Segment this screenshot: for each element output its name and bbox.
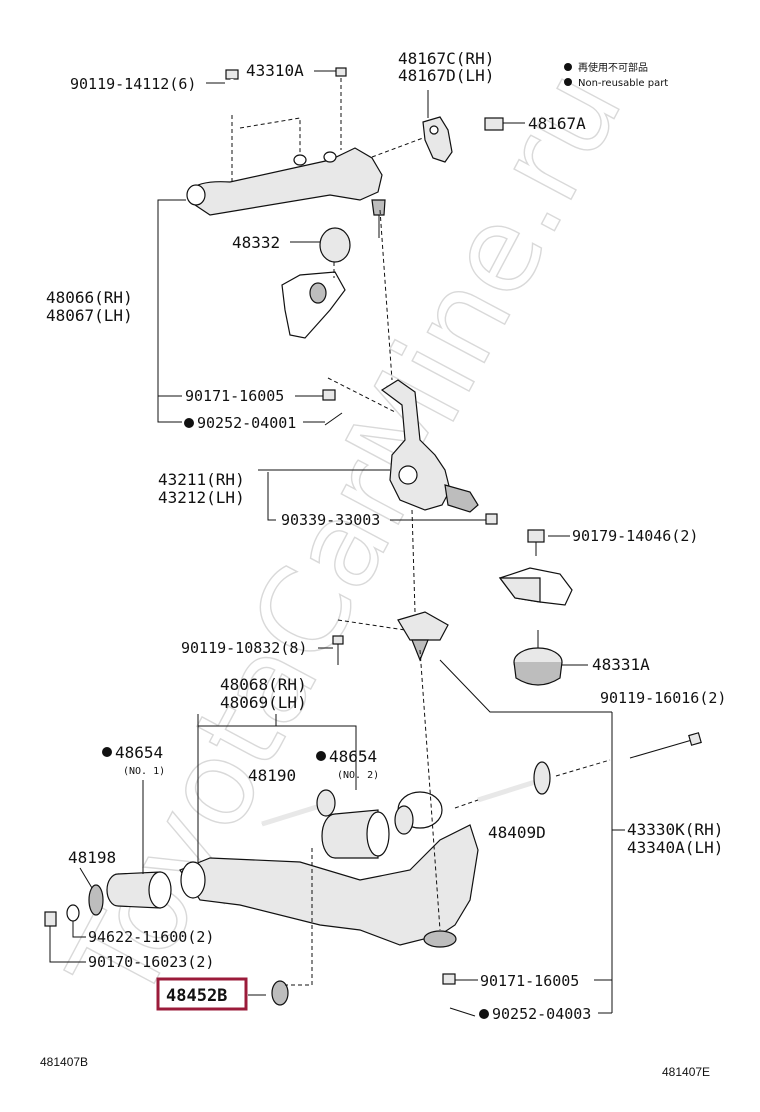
figure-code-left: 481407B — [40, 1055, 88, 1069]
cam-plate-48198-icon — [88, 884, 104, 916]
label-43211: 43211(RH) — [158, 470, 245, 489]
label-48067: 48067(LH) — [46, 306, 133, 325]
label-90171-16005-upper: 90171-16005 — [185, 387, 284, 405]
label-48167a: 48167A — [528, 114, 586, 133]
label-48069: 48069(LH) — [220, 693, 307, 712]
label-48190: 48190 — [248, 766, 296, 785]
bolt-90179-14046-icon — [527, 529, 545, 556]
non-reusable-dot-icon — [564, 78, 572, 86]
bracket-plate-icon — [498, 567, 573, 606]
non-reusable-dot-icon — [564, 63, 572, 71]
bolt-48452b-icon — [248, 980, 289, 1006]
label-48167d: 48167D(LH) — [398, 66, 494, 85]
ball-joint-flange-icon — [397, 611, 449, 662]
label-48332: 48332 — [232, 233, 280, 252]
label-48066: 48066(RH) — [46, 288, 133, 307]
non-reusable-dot-icon — [479, 1009, 489, 1019]
lower-arm-icon — [179, 791, 479, 948]
non-reusable-dot-icon — [184, 418, 194, 428]
label-90252-04001: 90252-04001 — [197, 414, 296, 432]
nut-icon — [44, 911, 57, 927]
label-90171-16005-lower: 90171-16005 — [480, 972, 579, 990]
label-48654-no1: 48654 — [115, 743, 163, 762]
camber-bolt-48190-icon — [261, 789, 336, 827]
label-90119-10832: 90119-10832(8) — [181, 639, 307, 657]
label-90119-14112: 90119-14112(6) — [70, 75, 196, 93]
label-48654-no2-sub: (NO. 2) — [337, 770, 379, 781]
label-48452b[interactable]: 48452B — [166, 986, 227, 1006]
steering-knuckle-icon — [380, 379, 479, 513]
label-90252-04003: 90252-04003 — [492, 1005, 591, 1023]
label-94622-11600: 94622-11600(2) — [88, 928, 214, 946]
cotter-pin-lower-icon — [449, 1007, 476, 1017]
nut-90339-icon — [485, 513, 498, 525]
non-reusable-dot-icon — [102, 747, 112, 757]
label-48409d: 48409D — [488, 823, 546, 842]
bolt-48167a-icon — [484, 117, 504, 131]
figure-code-right: 481407E — [662, 1065, 710, 1079]
label-48654-no2: 48654 — [329, 747, 377, 766]
bolt-90119-16016-icon — [629, 732, 702, 759]
ball-joint-48331a-icon — [513, 630, 563, 686]
nut-90171-lower-icon — [442, 973, 456, 985]
cotter-pin-icon — [324, 412, 343, 426]
nut-43310a-icon — [335, 67, 347, 77]
legend: 再使用不可部品 Non-reusable part — [564, 61, 668, 89]
label-48167c: 48167C(RH) — [398, 49, 494, 68]
bushing-48654-no2-icon — [321, 809, 390, 859]
label-48331a: 48331A — [592, 655, 650, 674]
legend-jp: 再使用不可部品 — [578, 61, 648, 74]
label-43330k: 43330K(RH) — [627, 820, 723, 839]
non-reusable-dot-icon — [316, 751, 326, 761]
upper-arm-icon — [186, 147, 386, 238]
bracket-48167-icon — [422, 116, 453, 163]
legend-en: Non-reusable part — [578, 78, 668, 89]
label-43212: 43212(LH) — [158, 488, 245, 507]
bolt-90119-10832-icon — [332, 635, 344, 665]
label-48068: 48068(RH) — [220, 675, 307, 694]
bolt-48409d-icon — [477, 761, 551, 803]
label-48198: 48198 — [68, 848, 116, 867]
washer-icon — [66, 904, 80, 922]
nut-90171-icon — [322, 389, 336, 401]
label-90339-33003: 90339-33003 — [281, 511, 380, 529]
label-90119-16016: 90119-16016(2) — [600, 689, 726, 707]
label-43310a: 43310A — [246, 61, 304, 80]
label-48654-no1-sub: (NO. 1) — [123, 766, 165, 777]
label-90179-14046: 90179-14046(2) — [572, 527, 698, 545]
bushing-48654-no1-icon — [106, 871, 172, 909]
bump-stopper-48332-icon — [281, 227, 351, 339]
bolt-90119-14112-icon — [225, 69, 239, 112]
highlight-box — [156, 977, 248, 1011]
label-90170-16023: 90170-16023(2) — [88, 953, 214, 971]
label-43340a: 43340A(LH) — [627, 838, 723, 857]
